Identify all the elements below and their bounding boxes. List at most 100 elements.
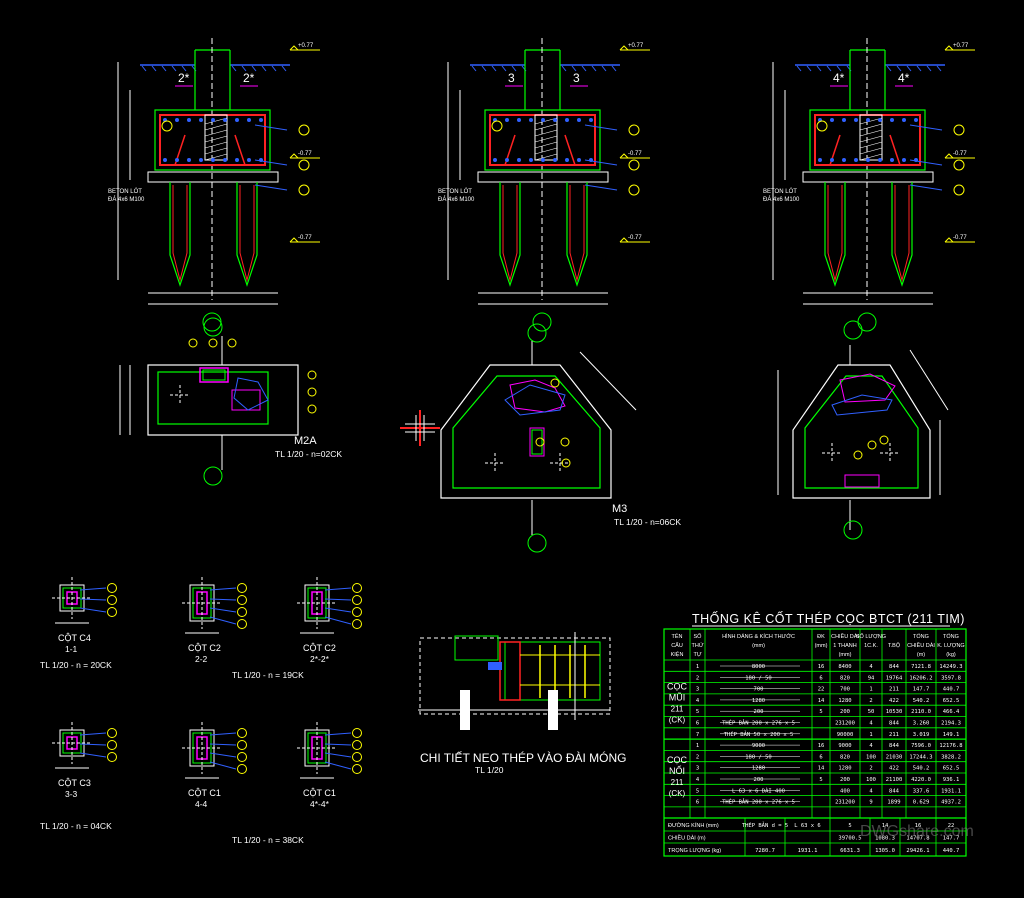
table-header: 1C.K.: [864, 643, 878, 649]
plan-m2a: M2A TL 1/20 - n=02CK: [119, 317, 342, 486]
plan-m3: M3 TL 1/20 - n=06CK: [400, 323, 681, 553]
section-label-left: 2*: [178, 71, 190, 85]
table-cell: 2: [869, 766, 872, 772]
table-cell: 540.2: [913, 698, 930, 704]
table-cell: 700: [840, 687, 850, 693]
table-title: THỐNG KÊ CỐT THÉP CỌC BTCT (211 TIM): [692, 611, 965, 626]
table-cell: 100: [866, 777, 876, 783]
elevation-label: -0.77: [298, 235, 312, 241]
table-header: (m): [917, 652, 925, 658]
table-cell: 700: [754, 687, 764, 693]
summary-cell: L 63 x 6: [794, 823, 821, 829]
summary-cell: 16: [915, 823, 922, 829]
table-cell: 16: [818, 664, 825, 670]
table-cell: 844: [889, 664, 900, 670]
svg-text:ĐÁ 4x6 M100: ĐÁ 4x6 M100: [108, 196, 145, 203]
table-header: CẤU: [671, 642, 683, 649]
table-group-name: 211: [671, 705, 684, 714]
table-cell: 6: [696, 800, 699, 806]
table-cell: 4937.2: [941, 800, 961, 806]
table-header: THỨ: [691, 642, 703, 649]
elevation-label: -0.77: [628, 151, 642, 157]
column-name: CỘT C2: [303, 643, 336, 653]
summary-cell: 1305.0: [875, 848, 895, 854]
detail-title: CHI TIẾT NEO THÉP VÀO ĐÀI MÓNG: [420, 750, 626, 765]
watermark: DWGshare.com: [860, 823, 974, 840]
table-header: ĐK: [817, 634, 825, 640]
table-cell: 652.5: [943, 766, 960, 772]
table-cell: 211: [889, 732, 899, 738]
table-header: T.BỘ: [888, 642, 901, 649]
table-cell: 5: [819, 709, 822, 715]
section-label-right: 3: [573, 71, 580, 85]
column-section-2: CỘT C22-2: [182, 577, 247, 664]
table-cell: 4: [696, 698, 700, 704]
table-header: SỐ: [694, 633, 703, 640]
axis-bubble: [532, 312, 552, 332]
column-name: CỘT C1: [303, 788, 336, 798]
table-cell: 2: [696, 754, 699, 760]
plan-m3-scale: TL 1/20 - n=06CK: [614, 517, 681, 527]
table-header: 1 THANH: [833, 643, 856, 649]
table-cell: 1: [869, 732, 872, 738]
column-name: CỘT C1: [188, 788, 221, 798]
svg-text:ĐÁ 4x6 M100: ĐÁ 4x6 M100: [763, 196, 800, 203]
table-group-name: (CK): [669, 716, 686, 725]
table-header: TỰ: [693, 652, 701, 658]
table-group-name: (CK): [669, 789, 686, 798]
summary-cell: 14707.8: [906, 836, 929, 842]
table-group-name: 211: [671, 778, 684, 787]
table-cell: 466.4: [943, 709, 960, 715]
column-section-label: 2-2: [195, 654, 208, 664]
table-header: (mm): [839, 652, 852, 658]
table-header: KIỆN: [671, 650, 684, 658]
svg-text:BETON LÓT: BETON LÓT: [438, 188, 472, 195]
column-name: CỘT C4: [58, 633, 91, 643]
table-cell: 4: [869, 788, 873, 794]
table-cell: 3597.8: [941, 675, 961, 681]
table-cell: 9000: [838, 743, 851, 749]
elevation-label: -0.77: [953, 235, 967, 241]
column-section-6: CỘT C14*-4*: [297, 722, 362, 809]
column-scale-row1-right: TL 1/20 - n = 19CK: [232, 670, 304, 680]
table-cell: 200: [840, 777, 850, 783]
summary-cell: 22: [948, 823, 955, 829]
table-cell: 21030: [886, 754, 903, 760]
column-scale-row1-left: TL 1/20 - n = 20CK: [40, 660, 112, 670]
table-cell: 3.260: [913, 721, 930, 727]
section-label-right: 2*: [243, 71, 255, 85]
table-cell: 1280: [838, 766, 851, 772]
table-cell: 14: [818, 698, 825, 704]
table-cell: 2194.3: [941, 721, 961, 727]
table-header: TÊN: [672, 632, 683, 640]
table-cell: 180 / 50: [745, 675, 772, 681]
table-cell: 16206.2: [909, 675, 932, 681]
section-label-left: 3: [508, 71, 515, 85]
table-cell: 7596.0: [911, 743, 931, 749]
table-header: (mm): [815, 643, 828, 649]
table-header: K. LƯỢNG: [937, 643, 964, 649]
table-cell: 820: [840, 754, 850, 760]
column-section-4: CỘT C33-3: [52, 722, 117, 799]
anchor-detail: CHI TIẾT NEO THÉP VÀO ĐÀI MÓNG TL 1/20: [418, 632, 626, 775]
table-cell: 1: [869, 687, 872, 693]
section-label-right: 4*: [898, 71, 910, 85]
table-cell: 7: [696, 732, 699, 738]
summary-cell: 39700.5: [838, 836, 861, 842]
column-scale-row2-left: TL 1/20 - n = 04CK: [40, 821, 112, 831]
detail-scale: TL 1/20: [475, 765, 504, 775]
column-name: CỘT C2: [188, 643, 221, 653]
rebar-table: THỐNG KÊ CỐT THÉP CỌC BTCT (211 TIM) TÊN…: [663, 611, 967, 857]
table-cell: 5: [696, 788, 699, 794]
table-header: CHIỀU DÀI: [831, 633, 859, 640]
table-cell: 8000: [752, 664, 765, 670]
table-cell: 5: [819, 777, 822, 783]
table-header: CHIỀU DÀI: [907, 642, 935, 649]
table-cell: 2: [869, 698, 872, 704]
table-cell: 8400: [838, 664, 851, 670]
table-cell: 94: [868, 675, 875, 681]
table-cell: 9: [869, 800, 872, 806]
table-header: TỔNG: [913, 633, 929, 640]
